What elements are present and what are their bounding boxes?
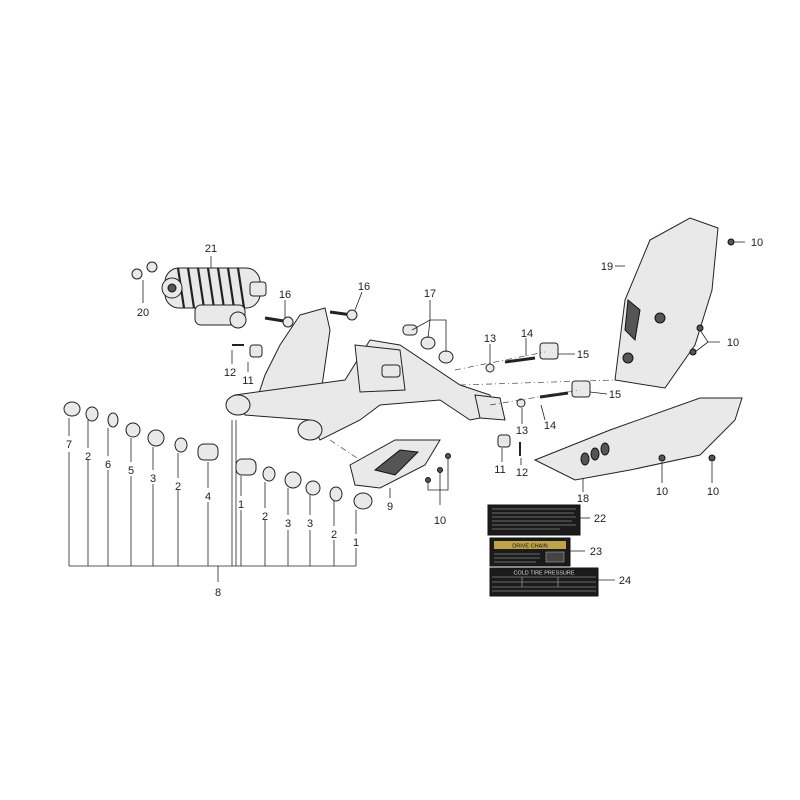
callout-1-a: 1: [238, 499, 244, 511]
callout-10-slider: 10: [434, 515, 446, 527]
callout-18: 18: [577, 493, 589, 505]
callout-13-bottom: 13: [516, 425, 528, 437]
callout-10-guard-right: 10: [707, 486, 719, 498]
rear-fender: [614, 217, 719, 389]
drive-chain-label: DRIVE CHAIN: [489, 537, 571, 567]
callout-5: 5: [128, 465, 134, 477]
callout-16-left: 16: [279, 289, 291, 301]
callout-10-top: 10: [751, 237, 763, 249]
chain-guard: [533, 397, 743, 481]
callout-11-left: 11: [242, 375, 253, 387]
callout-10-guard-left: 10: [656, 486, 668, 498]
callout-11-right: 11: [494, 464, 505, 476]
tire-pressure-label-title: COLD TIRE PRESSURE: [513, 571, 574, 577]
callout-3-b: 3: [285, 518, 291, 530]
callout-10-fender: 10: [727, 337, 739, 349]
alignment-lines: [329, 351, 616, 461]
drive-chain-label-title: DRIVE CHAIN: [512, 544, 547, 550]
callout-2-a: 2: [85, 451, 91, 463]
callout-17: 17: [424, 288, 436, 300]
chain-slider: [349, 439, 441, 489]
callout-15-bottom: 15: [609, 389, 621, 401]
shock-bolt: [264, 316, 294, 328]
callout-4: 4: [205, 491, 211, 503]
bearing-set-left: [63, 401, 219, 461]
callout-23: 23: [590, 546, 602, 558]
callout-24: 24: [619, 575, 631, 587]
callout-14-bottom: 14: [544, 420, 556, 432]
callout-19: 19: [601, 261, 613, 273]
callout-20: 20: [137, 307, 149, 319]
rear-shock-absorber: [161, 267, 267, 329]
bearing-set-right: [235, 458, 373, 510]
adjuster-bolts: [485, 356, 569, 408]
shock-nuts: [131, 261, 158, 280]
callout-21: 21: [205, 243, 217, 255]
callout-22: 22: [594, 513, 606, 525]
screws: [425, 238, 735, 483]
callout-1-b: 1: [353, 537, 359, 549]
callout-3-c: 3: [307, 518, 313, 530]
callout-numbers: 21 20 16 16 17 13 14 15 15 14 13 11 12 1…: [66, 237, 763, 599]
callout-7: 7: [66, 439, 72, 451]
callout-13-top: 13: [484, 333, 496, 345]
swingarm-top-bolt: [329, 309, 358, 321]
callout-8: 8: [215, 587, 221, 599]
callout-3-a: 3: [150, 473, 156, 485]
callout-14-top: 14: [521, 328, 533, 340]
callout-12-left: 12: [224, 367, 236, 379]
callout-2-c: 2: [262, 511, 268, 523]
adjuster-blocks: [539, 342, 591, 398]
tire-pressure-label: COLD TIRE PRESSURE: [489, 567, 599, 597]
leader-lines: [68, 241, 745, 582]
swingarm: [225, 307, 506, 441]
callout-16-right: 16: [358, 281, 370, 293]
callout-15-top: 15: [577, 349, 589, 361]
callout-12-right: 12: [516, 467, 528, 479]
callout-2-d: 2: [331, 529, 337, 541]
callout-9: 9: [387, 501, 393, 513]
callout-2-b: 2: [175, 481, 181, 493]
callout-6: 6: [105, 459, 111, 471]
shock-mount-collars: [232, 344, 521, 456]
emission-control-label: [487, 504, 581, 536]
